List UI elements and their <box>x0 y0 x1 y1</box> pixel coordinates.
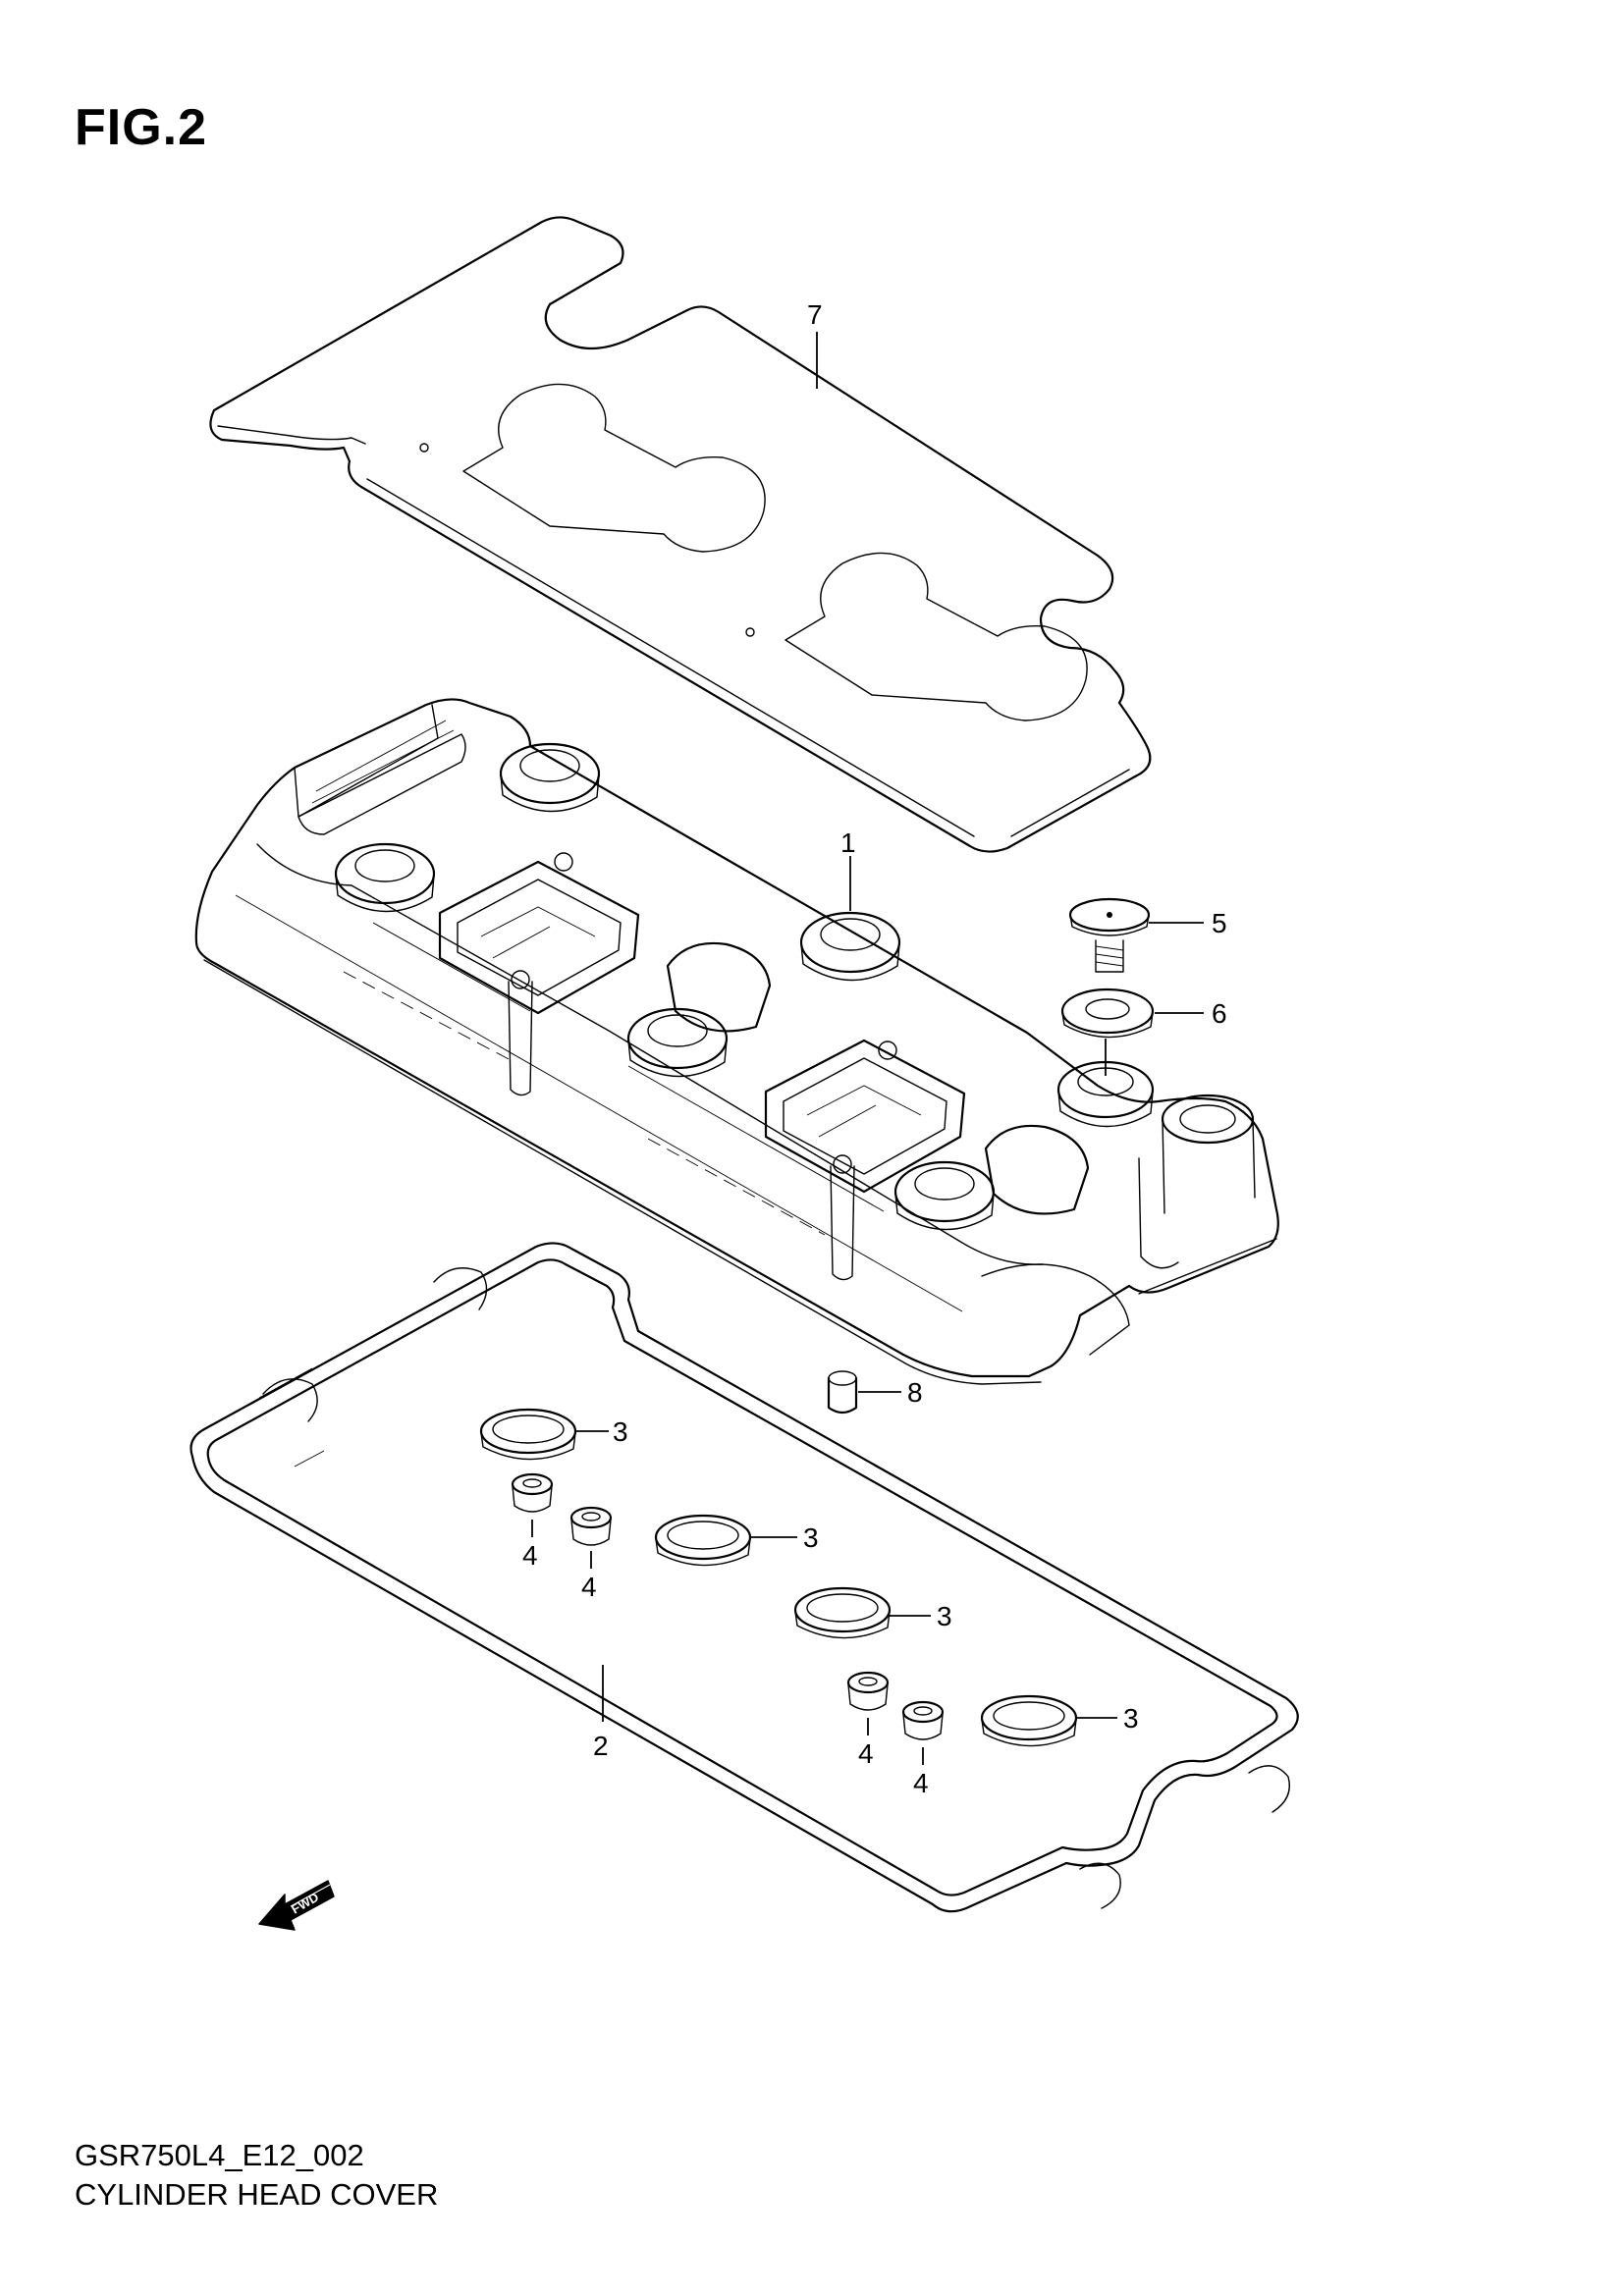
part-5-bolt <box>1068 897 1151 973</box>
part-6-washer <box>1060 988 1155 1039</box>
grommet-4b <box>569 1506 613 1546</box>
grommet-4c <box>846 1671 890 1711</box>
callout-8: 8 <box>907 1377 923 1408</box>
grommet-4a <box>511 1472 554 1513</box>
seal-3a <box>479 1408 577 1461</box>
callout-4c: 4 <box>858 1738 874 1769</box>
callout-4d: 4 <box>913 1768 929 1798</box>
part-1-cylinder-head-cover <box>194 698 1279 1385</box>
part-2-cover-gasket <box>189 1242 1299 1913</box>
part-4-grommets <box>511 1472 945 1740</box>
callout-3b: 3 <box>803 1522 819 1553</box>
figure-label: FIG.2 <box>75 99 208 156</box>
seal-3b <box>654 1514 752 1567</box>
callout-5: 5 <box>1212 908 1227 938</box>
forward-direction-arrow: FWD <box>258 1880 335 1931</box>
callout-3d: 3 <box>1123 1703 1139 1734</box>
callout-4b: 4 <box>581 1572 597 1602</box>
callout-6: 6 <box>1212 998 1227 1029</box>
diagram-title: CYLINDER HEAD COVER <box>75 2177 439 2212</box>
callout-3a: 3 <box>613 1416 628 1447</box>
callout-7: 7 <box>807 299 823 330</box>
grommet-4d <box>901 1700 945 1740</box>
seal-3d <box>980 1694 1078 1747</box>
part-3-seals <box>479 1408 1078 1747</box>
part-8-dowel <box>827 1370 858 1415</box>
diagram-code: GSR750L4_E12_002 <box>75 2138 364 2172</box>
part-7-gasket-plate <box>209 216 1152 853</box>
seal-3c <box>793 1586 892 1639</box>
callout-4a: 4 <box>522 1540 538 1571</box>
callout-1: 1 <box>840 828 856 858</box>
callout-2: 2 <box>593 1731 609 1761</box>
callout-3c: 3 <box>937 1601 952 1631</box>
